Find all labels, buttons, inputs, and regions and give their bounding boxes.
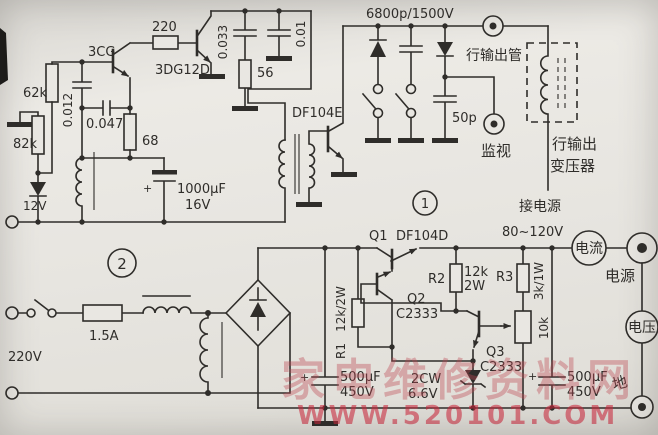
- label-voltage-meter: 电压: [628, 320, 656, 336]
- labels: 3CG 220 3DG12D 0.033 0.01 56 62k 82k 0.0…: [8, 7, 656, 402]
- label-r82k: 82k: [13, 137, 38, 152]
- label-3dg12d: 3DG12D: [155, 63, 210, 78]
- watermark-site-name: 家电维修资料网: [281, 355, 638, 406]
- label-ground-terminal: 地: [610, 373, 629, 394]
- label-cap2: 500μF: [567, 370, 608, 385]
- label-12v: 12V: [23, 199, 47, 213]
- label-r68: 68: [142, 134, 159, 149]
- label-df104e: DF104E: [292, 106, 343, 121]
- watermark: 家电维修资料网 WWW.520101.COM: [281, 355, 638, 431]
- label-q2: Q2: [407, 292, 426, 307]
- label-r2: R2: [428, 272, 445, 287]
- label-plus-cap2: +: [528, 370, 537, 383]
- label-monitor: 监视: [481, 142, 511, 160]
- label-c0012: 0.012: [61, 93, 75, 127]
- label-r3: R3: [496, 270, 513, 285]
- label-q3: Q3: [486, 345, 505, 360]
- label-connect-power: 接电源: [519, 198, 561, 215]
- label-c0047: 0.047: [86, 117, 123, 132]
- label-pot: 10k: [537, 317, 551, 339]
- label-q1-part: DF104D: [396, 229, 448, 244]
- label-transformer-2: 变压器: [550, 157, 595, 175]
- label-220v: 220V: [8, 350, 42, 365]
- label-c001: 0.01: [294, 21, 308, 48]
- label-line-output-transistor: 行输出管: [466, 48, 522, 64]
- label-circle-1: 1: [421, 197, 429, 212]
- label-current-meter: 电流: [575, 241, 603, 257]
- label-r2-value1: 12k: [464, 265, 489, 280]
- label-6800p: 6800p/1500V: [366, 7, 454, 22]
- label-r3-value: 3k/1W: [532, 262, 546, 300]
- label-c0033: 0.033: [216, 25, 230, 59]
- label-r62k: 62k: [23, 86, 48, 101]
- junction-dots: [35, 8, 555, 411]
- label-80-120v: 80~120V: [502, 225, 563, 240]
- label-cap2-v: 450V: [567, 385, 601, 400]
- label-plus-cap1: +: [300, 371, 309, 384]
- label-cap1-v: 450V: [340, 385, 374, 400]
- label-zener-v: 6.6V: [408, 387, 438, 402]
- label-1000uf: 1000μF: [177, 182, 226, 197]
- label-transformer-1: 行输出: [552, 135, 597, 153]
- label-circle-2: 2: [117, 255, 127, 273]
- label-r56: 56: [257, 66, 274, 81]
- watermark-site-url: WWW.520101.COM: [297, 401, 618, 431]
- label-3cg: 3CG: [88, 45, 115, 60]
- scan-edge-artifact: [0, 28, 8, 85]
- label-r2-value2: 2W: [464, 279, 485, 294]
- label-fuse: 1.5A: [89, 329, 119, 344]
- label-cap1: 500μF: [340, 370, 381, 385]
- label-50p: 50p: [452, 111, 477, 126]
- label-r1: R1: [334, 343, 348, 359]
- label-zener: 2CW: [411, 372, 441, 387]
- label-r220: 220: [152, 20, 177, 35]
- label-q2-part: C2333: [396, 307, 438, 322]
- wires: [5, 10, 658, 426]
- label-16v: 16V: [185, 198, 211, 213]
- label-q1: Q1: [369, 229, 388, 244]
- label-power-terminal: 电源: [605, 267, 635, 285]
- label-plus-1000uf: +: [143, 182, 152, 195]
- label-r1-value: 12k/2W: [334, 286, 348, 332]
- label-q3-part: C2333: [480, 360, 522, 375]
